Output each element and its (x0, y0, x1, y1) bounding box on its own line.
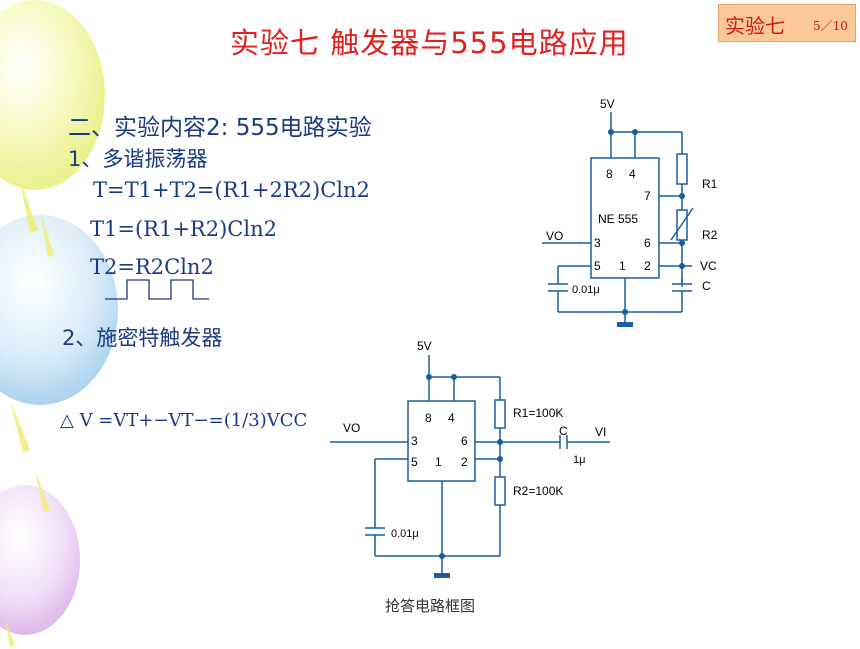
pin-label: 1 (435, 455, 442, 469)
section-heading: 二、实验内容2: 555电路实验 (68, 115, 372, 141)
supply-label: 5V (600, 97, 615, 111)
pin-label: 2 (644, 259, 651, 273)
subsection-schmitt: 2、施密特触发器 (62, 326, 223, 350)
pin-label: 8 (606, 167, 613, 181)
schmitt-circuit-diagram: 5V 8 4 3 6 5 1 2 R1=100K R2=100K VO C VI… (330, 339, 610, 578)
subsection-multivibrator: 1、多谐振荡器 (68, 147, 208, 171)
cap-label: 0.01μ (572, 284, 600, 296)
cap-in-label: 1μ (573, 454, 585, 466)
badge-label: 实验七 (725, 14, 785, 38)
chip-label: NE 555 (598, 212, 638, 226)
formula-hysteresis: △ V =VT+−VT−=(1/3)VCC (60, 410, 308, 431)
astable-circuit-diagram: 5V 8 4 7 NE 555 3 6 5 1 2 R1 R2 VO VC C … (542, 97, 718, 327)
pin-label: 6 (644, 236, 651, 250)
vc-label: VC (700, 259, 717, 273)
r1-label: R1=100K (513, 406, 563, 420)
r2-label: R2=100K (513, 484, 563, 498)
pin-label: 1 (619, 259, 626, 273)
r1-label: R1 (702, 177, 718, 191)
formula-t1: T1=(R1+R2)Cln2 (90, 217, 277, 241)
slide-badge: 实验七 5／10 (718, 4, 856, 42)
c-label: C (702, 279, 711, 293)
cap-label: 0.01μ (391, 528, 419, 540)
pin-label: 4 (448, 411, 455, 425)
pin-label: 8 (425, 411, 432, 425)
formula-t2: T2=R2Cln2 (90, 255, 214, 279)
c-label: C (559, 424, 568, 438)
pin-label: 2 (461, 455, 468, 469)
pin-label: 7 (644, 189, 651, 203)
pin-label: 5 (594, 259, 601, 273)
r2-label: R2 (702, 228, 718, 242)
page-number: 5／10 (813, 19, 848, 33)
pin-label: 6 (461, 434, 468, 448)
formula-period: T=T1+T2=(R1+2R2)Cln2 (93, 178, 370, 202)
vo-label: VO (343, 421, 360, 435)
square-wave-icon (105, 279, 209, 300)
vi-label: VI (595, 425, 606, 439)
pin-label: 4 (629, 167, 636, 181)
vo-label: VO (546, 229, 563, 243)
pin-label: 3 (594, 236, 601, 250)
supply-label: 5V (417, 339, 432, 353)
pin-label: 3 (411, 434, 418, 448)
circuit-caption: 抢答电路框图 (385, 597, 476, 615)
slide-title: 实验七 触发器与555电路应用 (230, 26, 629, 60)
pin-label: 5 (411, 455, 418, 469)
